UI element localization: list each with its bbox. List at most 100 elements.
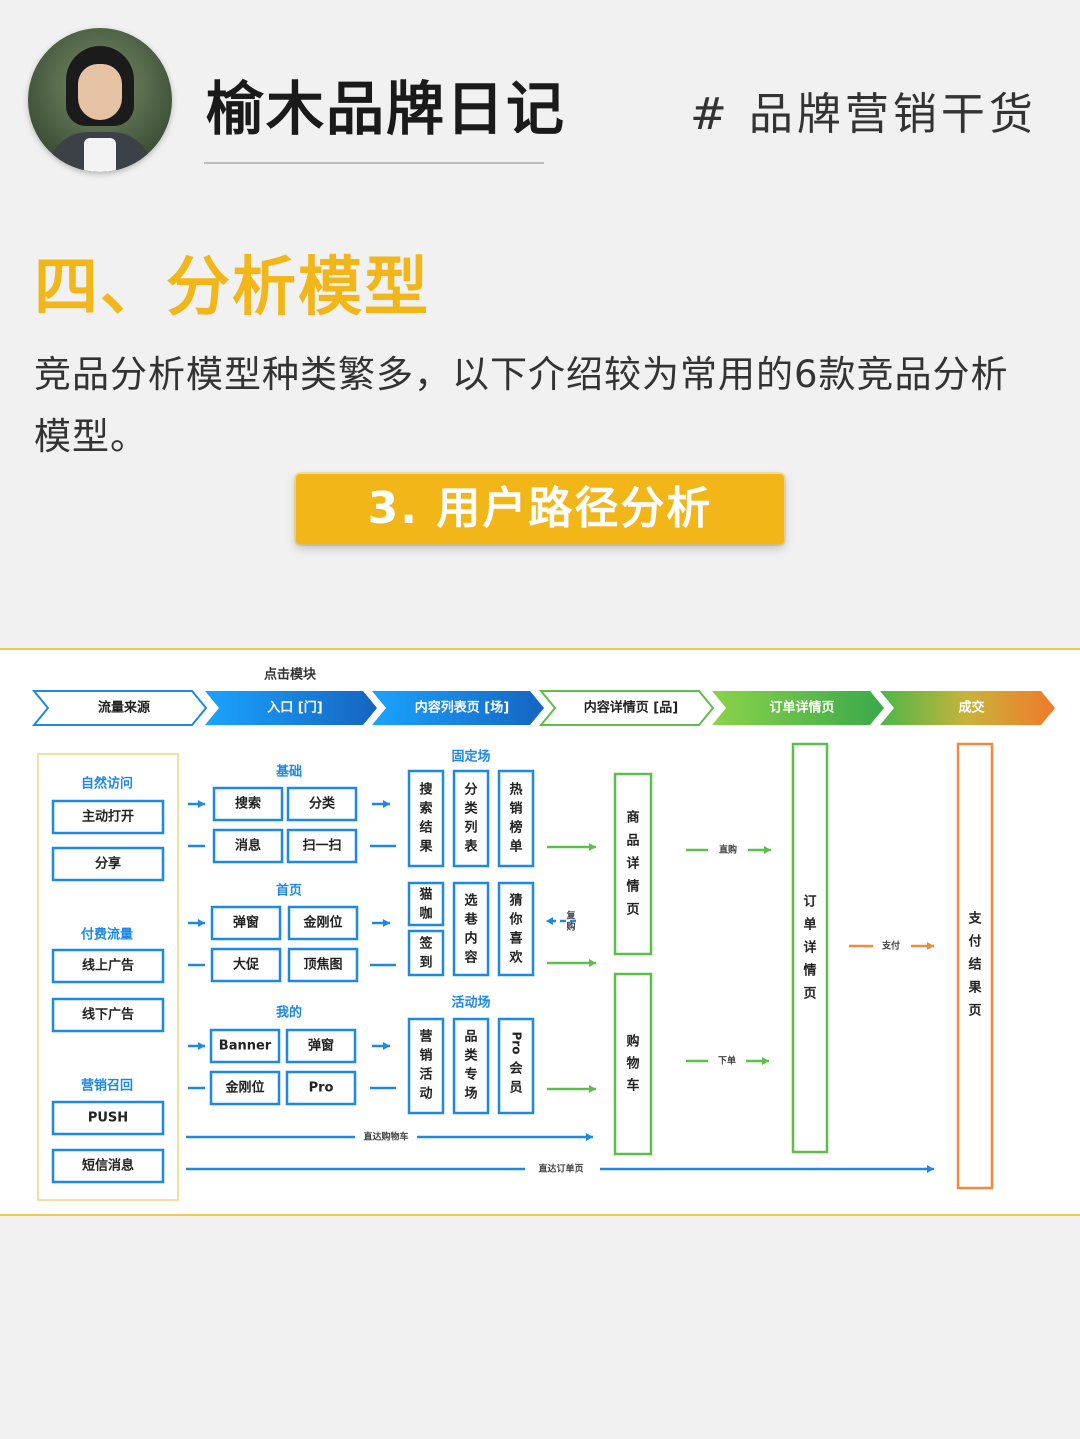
entry-out-arrow — [372, 800, 390, 808]
svg-text:索: 索 — [419, 801, 432, 817]
entry-item-box — [210, 905, 282, 941]
entry-item-box — [209, 1028, 281, 1064]
source-item-box — [51, 1100, 165, 1136]
entry-item-label: 消息 — [235, 838, 261, 854]
svg-text:会: 会 — [509, 1061, 523, 1077]
entry-item-label: 搜索 — [235, 796, 261, 812]
svg-text:单: 单 — [509, 839, 522, 855]
svg-text:到: 到 — [419, 956, 432, 971]
repurchase-arrow — [546, 917, 576, 925]
to-product-arrow — [547, 843, 596, 851]
entry-item-box — [210, 947, 282, 983]
fixed-venue-column — [452, 881, 490, 977]
fixed-venue-title: 固定场 — [451, 749, 490, 765]
svg-text:搜: 搜 — [419, 782, 433, 798]
svg-text:场: 场 — [464, 1087, 477, 1102]
activity-venue-pro-label: Pro — [510, 1032, 524, 1055]
entry-in-arrow — [188, 919, 205, 927]
product-detail-box — [613, 772, 653, 956]
svg-text:物: 物 — [626, 1056, 639, 1072]
user-path-diagram: 点击模块流量来源入口 [门]内容列表页 [场]内容详情页 [品]订单详情页成交自… — [0, 648, 1080, 1216]
svg-text:选: 选 — [464, 893, 477, 909]
pay-label: 支付 — [881, 940, 900, 952]
svg-text:品: 品 — [464, 1030, 477, 1045]
svg-text:活: 活 — [419, 1067, 432, 1083]
section-heading: 四、分析模型 — [34, 251, 430, 325]
entry-item-box — [287, 905, 359, 941]
svg-text:果: 果 — [418, 840, 432, 855]
svg-text:支: 支 — [967, 911, 982, 927]
source-item-box — [51, 997, 165, 1033]
svg-text:页: 页 — [626, 903, 639, 918]
activity-venue-column — [407, 1017, 445, 1115]
svg-text:营: 营 — [419, 1029, 432, 1045]
activity-venue-column — [452, 1017, 490, 1115]
direct-buy-arrow — [748, 846, 771, 854]
to-order-route-label: 直达订单页 — [538, 1163, 583, 1175]
svg-text:单: 单 — [803, 917, 816, 933]
stage-chevron-3 — [538, 690, 715, 726]
entry-item-label: Banner — [219, 1039, 272, 1054]
svg-text:内: 内 — [464, 931, 477, 947]
svg-text:类: 类 — [464, 1048, 478, 1064]
entry-in-arrow — [188, 1042, 205, 1050]
activity-venue-column-label: 会员 — [509, 1061, 523, 1096]
activity-venue-title: 活动场 — [451, 995, 490, 1011]
stage-chevron-2 — [372, 691, 544, 725]
stage-label-5: 成交 — [958, 700, 984, 716]
svg-text:员: 员 — [509, 1081, 522, 1096]
svg-text:签: 签 — [418, 936, 433, 952]
source-group-title-1: 付费流量 — [81, 927, 133, 943]
entry-out-arrow — [372, 1042, 390, 1050]
svg-text:情: 情 — [803, 963, 816, 979]
entry-item-label: 弹窗 — [233, 915, 259, 931]
direct-buy-label: 直购 — [719, 844, 737, 856]
entry-item-label: Pro — [309, 1081, 334, 1096]
svg-text:表: 表 — [463, 839, 478, 855]
svg-text:列: 列 — [464, 820, 477, 836]
stage-label-4: 订单详情页 — [769, 700, 834, 716]
fixed-venue-small-label: 猫咖 — [419, 887, 432, 922]
source-item-box — [51, 846, 165, 882]
cart-box — [613, 972, 653, 1156]
entry-item-label: 金刚位 — [224, 1080, 264, 1096]
place-order-arrow — [746, 1057, 769, 1065]
entry-item-label: 金刚位 — [302, 915, 342, 931]
to-product-arrow — [547, 959, 596, 967]
fixed-venue-small-box — [407, 929, 445, 977]
stage-label-1: 入口 [门] — [267, 700, 322, 716]
svg-text:热: 热 — [509, 782, 522, 798]
svg-text:情: 情 — [626, 879, 639, 895]
intro-paragraph: 竞品分析模型种类繁多，以下介绍较为常用的6款竞品分析模型。 — [34, 353, 1009, 458]
svg-text:购: 购 — [626, 1034, 639, 1050]
fixed-venue-column — [452, 769, 490, 868]
svg-text:销: 销 — [509, 801, 522, 817]
topic-tag[interactable]: # 品牌营销干货 — [690, 89, 1037, 140]
entry-item-label: 大促 — [233, 957, 260, 973]
svg-text:订: 订 — [803, 894, 816, 910]
to-cart-arrow — [547, 1085, 596, 1093]
fixed-venue-column — [497, 881, 535, 977]
title-divider — [204, 162, 544, 164]
to-cart-route-label: 直达购物车 — [363, 1131, 408, 1143]
svg-text:详: 详 — [803, 940, 816, 956]
entry-item-label: 顶焦图 — [303, 957, 342, 973]
click-module-label: 点击模块 — [264, 667, 317, 683]
entry-item-box — [286, 786, 358, 822]
avatar-shirt — [84, 138, 116, 172]
svg-text:详: 详 — [626, 856, 639, 872]
entry-group-title-1: 首页 — [276, 883, 302, 899]
source-item-box — [51, 1148, 165, 1184]
entry-in-arrow — [188, 800, 205, 808]
place-order-label: 下单 — [718, 1055, 736, 1067]
entry-item-box — [209, 1070, 281, 1106]
svg-text:容: 容 — [463, 950, 477, 966]
entry-item-label: 弹窗 — [308, 1038, 334, 1054]
stage-label-3: 内容详情页 [品] — [584, 700, 678, 716]
